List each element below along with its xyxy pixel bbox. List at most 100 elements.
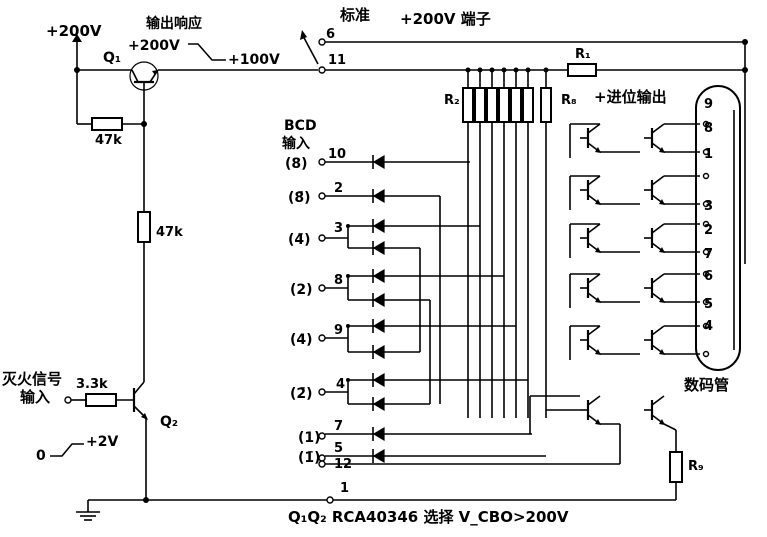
digit-3: 3	[704, 199, 713, 214]
tube-pin	[702, 322, 710, 330]
r47k-mid-label: 47k	[156, 225, 183, 240]
in-1bar-label: (1̄)	[298, 450, 321, 466]
pin6-label: 6	[326, 27, 335, 42]
input-terminal	[318, 454, 326, 462]
bank-resistor	[498, 87, 510, 123]
input-terminal	[318, 334, 326, 342]
footer-note: Q₁Q₂ RCA40346 选择 V_CBO>200V	[288, 508, 569, 526]
input-terminal	[318, 388, 326, 396]
r9-label: R₉	[688, 459, 704, 474]
r1-label: R₁	[575, 47, 591, 62]
q1-supply-section: +200V Q₁ 47k 输出响应 +200V +100V	[46, 15, 318, 148]
in-8-pin: 10	[328, 147, 346, 162]
q1-q2-link: 47k	[137, 124, 183, 378]
pin1-label: 1	[340, 481, 349, 496]
digit-6: 6	[704, 269, 713, 284]
tube-pin	[702, 350, 710, 358]
diode	[372, 426, 385, 442]
nixie-tube: 9 8 1 3 2 7 6 5 4 数码管	[684, 85, 741, 394]
digit-2: 2	[704, 223, 713, 238]
bank-resistor	[462, 87, 474, 123]
q2-label: Q₂	[160, 414, 178, 430]
diode	[372, 318, 385, 334]
digit-1: 1	[704, 147, 713, 162]
tube-pin	[702, 248, 710, 256]
output-response-label: 输出响应	[146, 15, 202, 32]
zero-label: 0	[36, 448, 46, 464]
input-terminal	[318, 460, 326, 468]
tube-pin	[702, 148, 710, 156]
in-4-pin: 9	[334, 323, 343, 338]
diode	[372, 188, 385, 204]
r9-section: R₉	[669, 430, 704, 500]
bank-resistor	[522, 87, 534, 123]
diode	[372, 448, 385, 464]
input-terminal	[318, 234, 326, 242]
standard-label: 标准	[339, 6, 370, 24]
in-4bar-pin: 3	[334, 221, 343, 236]
digit-8: 8	[704, 121, 713, 136]
digit-5: 5	[704, 297, 713, 312]
supply-rails: 标准 +200V 端子 6 11 R₁	[300, 6, 748, 264]
bank-resistor	[474, 87, 486, 123]
in-4-label: (4)	[290, 332, 313, 348]
tube-pin	[702, 298, 710, 306]
input-terminal	[318, 284, 326, 292]
input-terminal	[318, 432, 326, 440]
pin11-label: 11	[328, 53, 346, 68]
bank-resistor	[510, 87, 522, 123]
in-1-label: (1)	[298, 430, 321, 446]
in-2-label: (2)	[290, 282, 313, 298]
digit-4: 4	[704, 319, 713, 334]
in-2bar-label: (2̄)	[290, 386, 313, 402]
in-4bar-label: (4̄)	[288, 232, 311, 248]
response-200v-label: +200V	[128, 38, 180, 54]
tube-pin	[702, 220, 710, 228]
driver-array: +进位输出	[529, 88, 710, 464]
digit-7: 7	[704, 247, 713, 262]
in-1-pin: 7	[334, 419, 343, 434]
input-terminal	[318, 158, 326, 166]
tube-pin	[702, 172, 710, 180]
diode	[372, 344, 385, 360]
q1-label: Q₁	[103, 50, 121, 66]
in-2-pin: 8	[334, 273, 343, 288]
input-terminal	[318, 192, 326, 200]
in-8-label: (8)	[285, 156, 308, 172]
bank-resistor	[540, 87, 552, 123]
v200-top-label: +200V	[46, 22, 102, 40]
term-200v-label: +200V 端子	[400, 10, 491, 28]
blank-input-label: 输入	[20, 388, 50, 406]
carry-out-label: +进位输出	[594, 88, 667, 106]
tube-pin	[702, 200, 710, 208]
r33k-label: 3.3k	[76, 377, 108, 392]
bank-resistor	[486, 87, 498, 123]
diode	[372, 396, 385, 412]
r2-label: R₂	[444, 93, 460, 108]
in-8bar-label: (8̄)	[288, 190, 311, 206]
r8-label: R₈	[561, 93, 577, 108]
response-100v-label: +100V	[228, 52, 280, 68]
digit-9: 9	[704, 97, 713, 112]
plus2v-label: +2V	[86, 434, 118, 450]
q2-section: 灭火信号 输入 3.3k Q₂ 0 +2V 1	[1, 370, 676, 521]
diode	[372, 154, 385, 170]
diode	[372, 240, 385, 256]
bcd-input-label: 输入	[282, 135, 310, 152]
blank-signal-label: 灭火信号	[1, 370, 62, 388]
diode	[372, 292, 385, 308]
in-2bar-pin: 4	[336, 377, 345, 392]
resistor-bank: R₂ R₈	[444, 67, 577, 418]
in-1bar-pin: 5	[334, 441, 343, 456]
tube-pin	[702, 270, 710, 278]
in-8bar-pin: 2	[334, 181, 343, 196]
bcd-label: BCD	[284, 118, 317, 134]
bcd-inputs: BCD 输入 (8) 10 (8̄) 2 (4̄) 3 (2) 8 (4) 9 …	[282, 118, 620, 472]
diode	[372, 268, 385, 284]
diode	[372, 218, 385, 234]
r47k-top-label: 47k	[95, 133, 122, 148]
diode	[372, 372, 385, 388]
nixie-label: 数码管	[684, 376, 729, 394]
tube-pin	[702, 120, 710, 128]
